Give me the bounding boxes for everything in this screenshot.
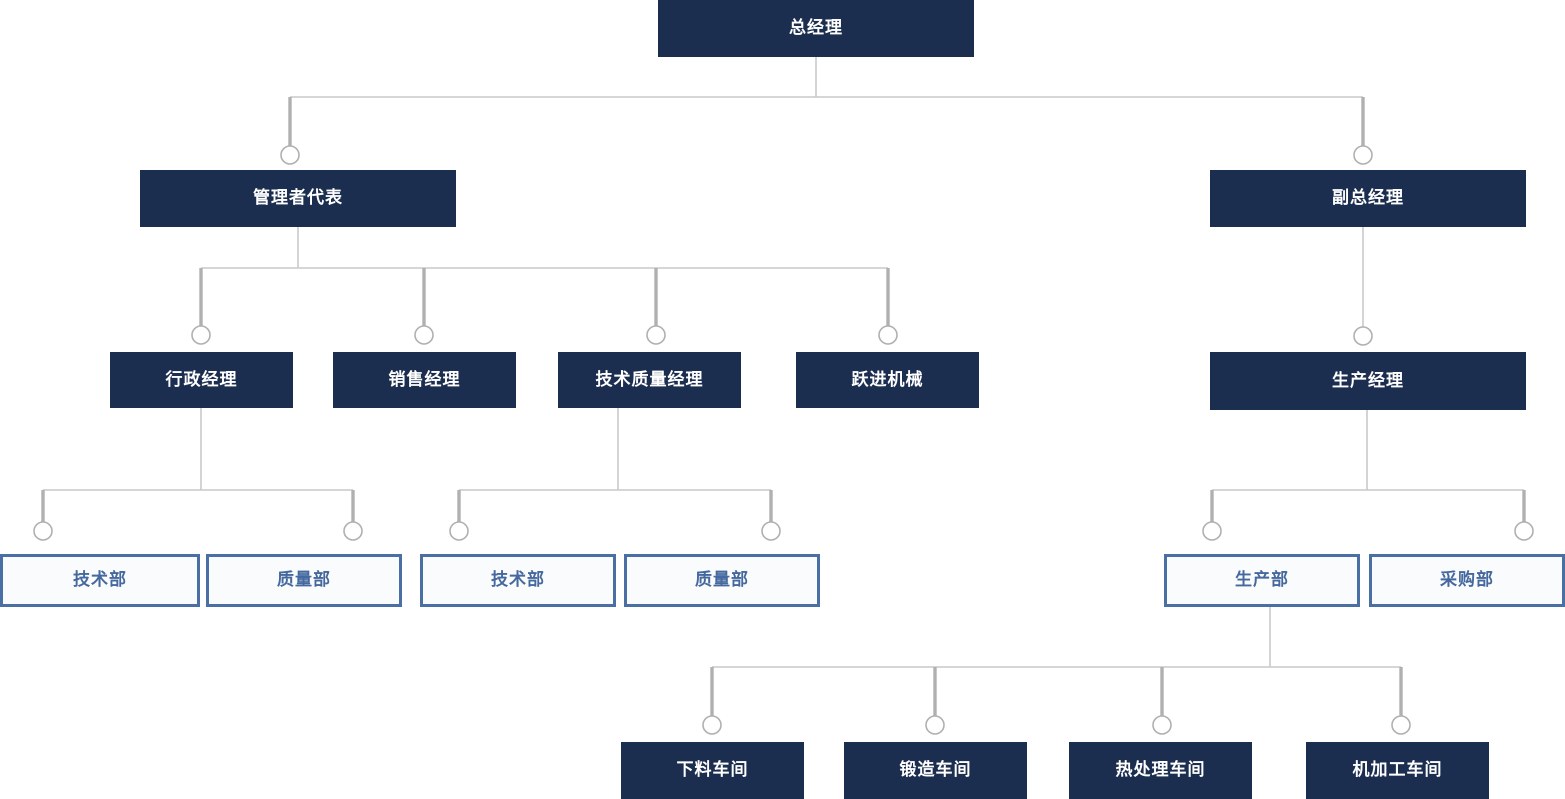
org-node-ws_machining[interactable]: 机加工车间 xyxy=(1306,742,1489,799)
marker-sales-icon xyxy=(414,325,434,345)
marker-cutting-icon xyxy=(702,715,722,735)
marker-mgmt-rep-icon xyxy=(280,145,300,165)
org-node-prod_mgr[interactable]: 生产经理 xyxy=(1210,352,1526,410)
marker-forging-icon xyxy=(925,715,945,735)
org-node-yuejin[interactable]: 跃进机械 xyxy=(796,352,979,408)
org-node-tech_qual_mgr[interactable]: 技术质量经理 xyxy=(558,352,741,408)
marker-tech2-icon xyxy=(449,521,469,541)
org-node-qual_dept_2[interactable]: 质量部 xyxy=(624,554,820,607)
org-node-ws_forging[interactable]: 锻造车间 xyxy=(844,742,1027,799)
org-node-admin_mgr[interactable]: 行政经理 xyxy=(110,352,293,408)
marker-qual2-icon xyxy=(761,521,781,541)
marker-heat-icon xyxy=(1152,715,1172,735)
marker-proddept-icon xyxy=(1202,521,1222,541)
marker-tech1-icon xyxy=(33,521,53,541)
org-node-prod_dept[interactable]: 生产部 xyxy=(1164,554,1360,607)
marker-prodmgr-icon xyxy=(1353,326,1373,346)
org-node-sales_mgr[interactable]: 销售经理 xyxy=(333,352,516,408)
org-node-qual_dept_1[interactable]: 质量部 xyxy=(206,554,402,607)
org-node-gm[interactable]: 总经理 xyxy=(658,0,974,57)
org-node-tech_dept_1[interactable]: 技术部 xyxy=(0,554,200,607)
org-node-mgmt_rep[interactable]: 管理者代表 xyxy=(140,170,456,227)
org-node-deputy_gm[interactable]: 副总经理 xyxy=(1210,170,1526,227)
marker-techqual-icon xyxy=(646,325,666,345)
org-node-ws_heat[interactable]: 热处理车间 xyxy=(1069,742,1252,799)
org-node-tech_dept_2[interactable]: 技术部 xyxy=(420,554,616,607)
marker-purchdept-icon xyxy=(1514,521,1534,541)
marker-deputy-gm-icon xyxy=(1353,145,1373,165)
marker-machining-icon xyxy=(1391,715,1411,735)
marker-qual1-icon xyxy=(343,521,363,541)
marker-admin-icon xyxy=(191,325,211,345)
org-node-ws_cutting[interactable]: 下料车间 xyxy=(621,742,804,799)
marker-yuejin-icon xyxy=(878,325,898,345)
org-node-purch_dept[interactable]: 采购部 xyxy=(1369,554,1565,607)
